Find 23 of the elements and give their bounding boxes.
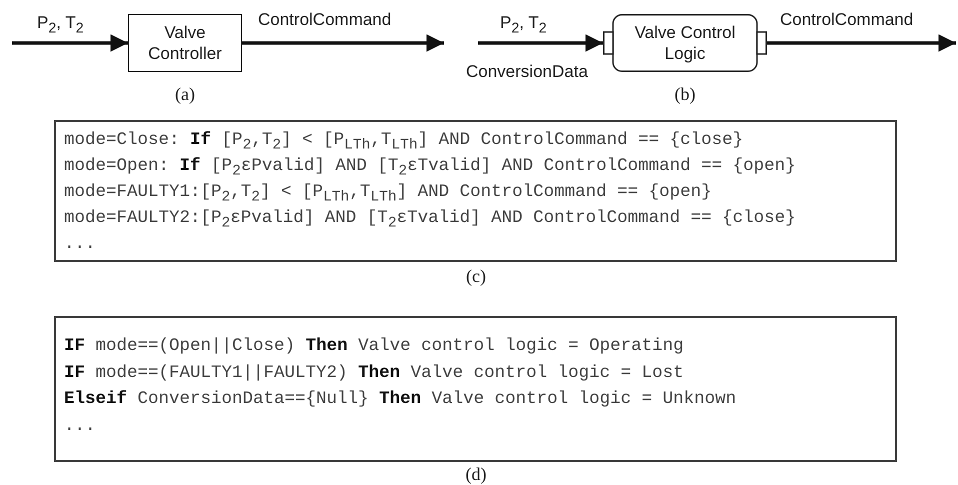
code-line: Elseif ConversionData=={Null} Then Valve control logic = Unknown <box>64 389 736 409</box>
process-box <box>603 14 767 72</box>
figure-label: (c) <box>466 266 486 287</box>
arrow <box>767 34 956 52</box>
code-line: ... <box>64 234 96 254</box>
arrow <box>478 34 603 52</box>
code-box <box>54 316 897 462</box>
box-label: Valve Control Logic <box>634 22 736 64</box>
box-label: Valve Controller <box>147 22 223 64</box>
code-line: ... <box>64 416 96 436</box>
code-box <box>54 120 897 262</box>
code-line: mode=FAULTY1:[P$_{2}$,T$_{2}$] < [P$_{LTh}$,T$_{LTh}$] AND ControlCommand == {open} <box>64 182 712 206</box>
code-line: IF mode==(FAULTY1||FAULTY2) Then Valve control logic = Lost <box>64 362 684 382</box>
code-line: mode=Open: If [P$_{2}$εPvalid] AND [T$_{2}$εTvalid] AND ControlCommand == {open} <box>64 156 796 180</box>
arrow <box>12 34 128 52</box>
process-box <box>128 14 242 72</box>
code-line: IF mode==(Open||Close) Then Valve control logic = Operating <box>64 336 684 356</box>
code-line: mode=Close: If [P$_{2}$,T$_{2}$] < [P$_{LTh}$,T$_{LTh}$] AND ControlCommand == {close} <box>64 130 744 154</box>
figure-label: (b) <box>674 84 696 105</box>
figure-label: (a) <box>175 84 195 105</box>
code-line: mode=FAULTY2:[P$_{2}$εPvalid] AND [T$_{2}$εTvalid] AND ControlCommand == {close} <box>64 208 796 232</box>
figure-label: (d) <box>466 464 486 485</box>
arrow <box>242 34 444 52</box>
